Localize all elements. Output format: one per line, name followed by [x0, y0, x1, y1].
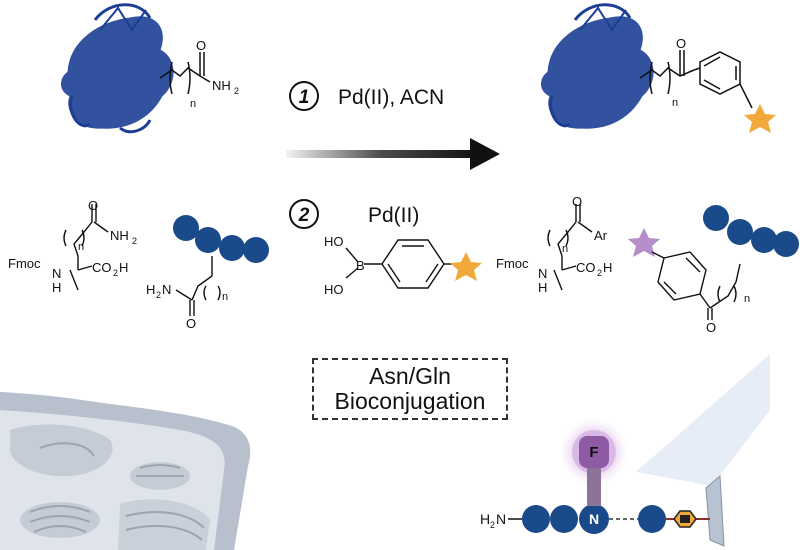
aa-product-o: O [572, 194, 582, 209]
detector-plate [705, 474, 725, 547]
bottom-peptide-h2n: H 2 N [480, 511, 506, 530]
asn-gln-bioconjugation-label: Asn/Gln Bioconjugation [312, 358, 508, 420]
protein-start-amide-o: O [196, 38, 206, 53]
aa-start-o: O [88, 198, 98, 213]
step2-badge: 2 [289, 199, 319, 229]
bottom-bead-2 [550, 505, 578, 533]
svg-text:H: H [119, 260, 128, 275]
protein-product-blob [541, 3, 654, 129]
aa-product-fmoc: Fmoc [496, 256, 529, 271]
svg-text:2: 2 [490, 520, 495, 530]
protein-start-n: n [190, 98, 196, 110]
protein-start-chain [159, 52, 211, 95]
peptide-start-chain [175, 256, 221, 316]
aa-start-nh-n: N [52, 266, 61, 281]
label-line-1: Asn/Gln [369, 363, 451, 389]
protein-product-ketone-o: O [676, 36, 686, 51]
svg-text:2: 2 [234, 86, 239, 96]
aa-product-n: n [562, 243, 568, 255]
svg-text:1: 1 [299, 87, 310, 108]
reaction-arrow [286, 138, 500, 170]
bottom-bead-n-label: N [589, 511, 599, 527]
aa-product-acid: CO 2 H [576, 260, 612, 278]
aa-product-nh-h: H [538, 280, 547, 295]
protein-product-chain [639, 50, 753, 109]
svg-text:2: 2 [113, 268, 118, 278]
star-orange-icon [744, 104, 776, 133]
svg-text:CO: CO [92, 260, 112, 275]
bottom-bead-1 [522, 505, 550, 533]
svg-text:2: 2 [156, 290, 161, 300]
peptide-start-beads [173, 215, 269, 263]
peptide-start-o: O [186, 316, 196, 331]
peptide-start-h2n: H 2 N [146, 282, 171, 300]
peptide-start-bead-1 [173, 215, 199, 241]
step1-badge: 1 [289, 81, 319, 111]
step1-reagent: Pd(II), ACN [338, 86, 444, 109]
peptide-product-bead-1 [703, 205, 729, 231]
peptide-product-bead-4 [773, 231, 799, 257]
bottom-bead-n [579, 504, 609, 534]
svg-text:N: N [496, 511, 506, 527]
bottom-peptide-beads [522, 504, 666, 534]
svg-text:N: N [162, 282, 171, 297]
svg-text:2: 2 [298, 205, 310, 226]
step2-reagent: Pd(II) [368, 204, 419, 227]
cell-illustration [0, 392, 251, 550]
fluorophore-label: F [589, 444, 598, 461]
peptide-start-bead-4 [243, 237, 269, 263]
aa-start-fmoc: Fmoc [8, 256, 41, 271]
aa-start-n: n [78, 241, 84, 253]
svg-text:H: H [480, 511, 490, 527]
svg-text:NH: NH [110, 228, 129, 243]
peptide-start-bead-2 [195, 227, 221, 253]
peptide-product-beads [703, 205, 799, 257]
peptide-start-bead-3 [219, 235, 245, 261]
boronic-ho-top: HO [324, 234, 344, 249]
hexagon-linker-core [680, 515, 690, 523]
boronic-structure [345, 239, 456, 289]
label-line-2: Bioconjugation [334, 388, 486, 414]
star-orange-icon-reagent [450, 252, 482, 281]
protein-start-nh2: NH 2 [212, 78, 239, 96]
aa-product-ar: Ar [594, 228, 608, 243]
protein-product-n: n [672, 97, 678, 109]
star-purple-icon [628, 228, 660, 257]
bottom-bead-4 [638, 505, 666, 533]
svg-text:H: H [603, 260, 612, 275]
peptide-product-bead-2 [727, 219, 753, 245]
fluorophore-icon [560, 418, 628, 506]
svg-text:H: H [146, 282, 155, 297]
aa-product-nh-n: N [538, 266, 547, 281]
aa-product-structure [547, 204, 593, 291]
aa-start-structure [63, 204, 109, 291]
svg-text:NH: NH [212, 78, 231, 93]
peptide-product-structure [651, 251, 741, 320]
peptide-product-n: n [744, 293, 750, 305]
peptide-product-bead-3 [751, 227, 777, 253]
peptide-product-o: O [706, 320, 716, 335]
aa-start-nh2: NH 2 [110, 228, 137, 246]
protein-start-blob [61, 3, 174, 134]
aa-start-nh-h: H [52, 280, 61, 295]
svg-text:CO: CO [576, 260, 596, 275]
boronic-b: B [356, 258, 365, 273]
peptide-start-n: n [222, 291, 228, 303]
svg-text:2: 2 [132, 236, 137, 246]
aa-start-acid: CO 2 H [92, 260, 128, 278]
light-beam [636, 354, 770, 486]
boronic-ho-bottom: HO [324, 282, 344, 297]
svg-text:2: 2 [597, 268, 602, 278]
